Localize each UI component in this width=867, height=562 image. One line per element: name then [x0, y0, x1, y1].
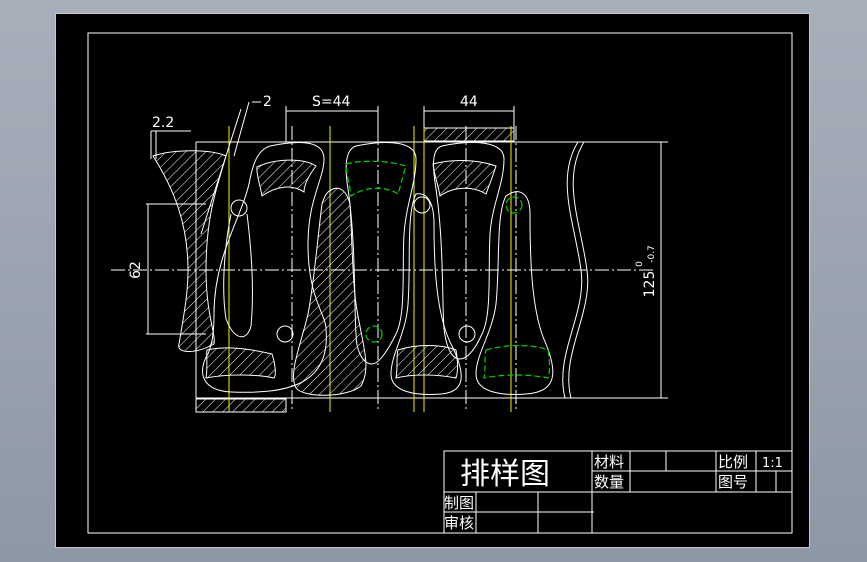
title-block: 排样图 材料 数量 比例 1:1 图号 制图 审核	[443, 450, 793, 534]
dimension-height-left-text: 62	[128, 261, 144, 279]
drawing-sheet: 2.2 2 S=44 44	[55, 13, 810, 548]
layout-drawing: 2.2 2 S=44 44	[87, 32, 793, 534]
dimension-gap-diag: 2	[200, 94, 272, 235]
dimension-tolerance-lower: -0.7	[647, 245, 657, 263]
scale-label: 比例	[718, 453, 748, 471]
checked-by-label: 审核	[444, 514, 474, 532]
scrap-bar-bottom	[195, 398, 287, 413]
material-label: 材料	[594, 453, 624, 471]
part-upright-5	[432, 141, 505, 360]
dimension-pitch-text: S=44	[312, 94, 351, 110]
part-inverted-2	[292, 187, 367, 396]
inner-frame	[87, 32, 793, 534]
scale-value: 1:1	[762, 456, 783, 471]
drawing-no-label: 图号	[718, 473, 748, 491]
drawing-title: 排样图	[460, 457, 550, 492]
dimension-gap-top-text: 2.2	[152, 115, 174, 131]
dimension-gap-diag-text: 2	[263, 94, 272, 110]
quantity-label: 数量	[594, 473, 624, 491]
dimension-width-top: 44	[423, 94, 515, 128]
drawn-by-label: 制图	[444, 494, 474, 512]
part-upright-3	[345, 141, 417, 365]
dimension-width-top-text: 44	[460, 94, 478, 110]
part-partial-left	[152, 150, 227, 352]
dimension-pitch: S=44	[285, 94, 379, 142]
scrap-bar-top	[423, 127, 515, 142]
dimension-height-left: 62	[128, 203, 206, 335]
part-upright-1	[202, 141, 327, 393]
dimension-gap-top: 2.2	[150, 115, 191, 159]
part-inverted-6	[475, 191, 554, 395]
dimension-height-right: 125 0 -0.7	[571, 141, 668, 399]
dimension-height-right-text: 125	[642, 271, 658, 298]
part-inverted-4	[390, 193, 462, 395]
dimension-tolerance-upper: 0	[635, 261, 645, 267]
